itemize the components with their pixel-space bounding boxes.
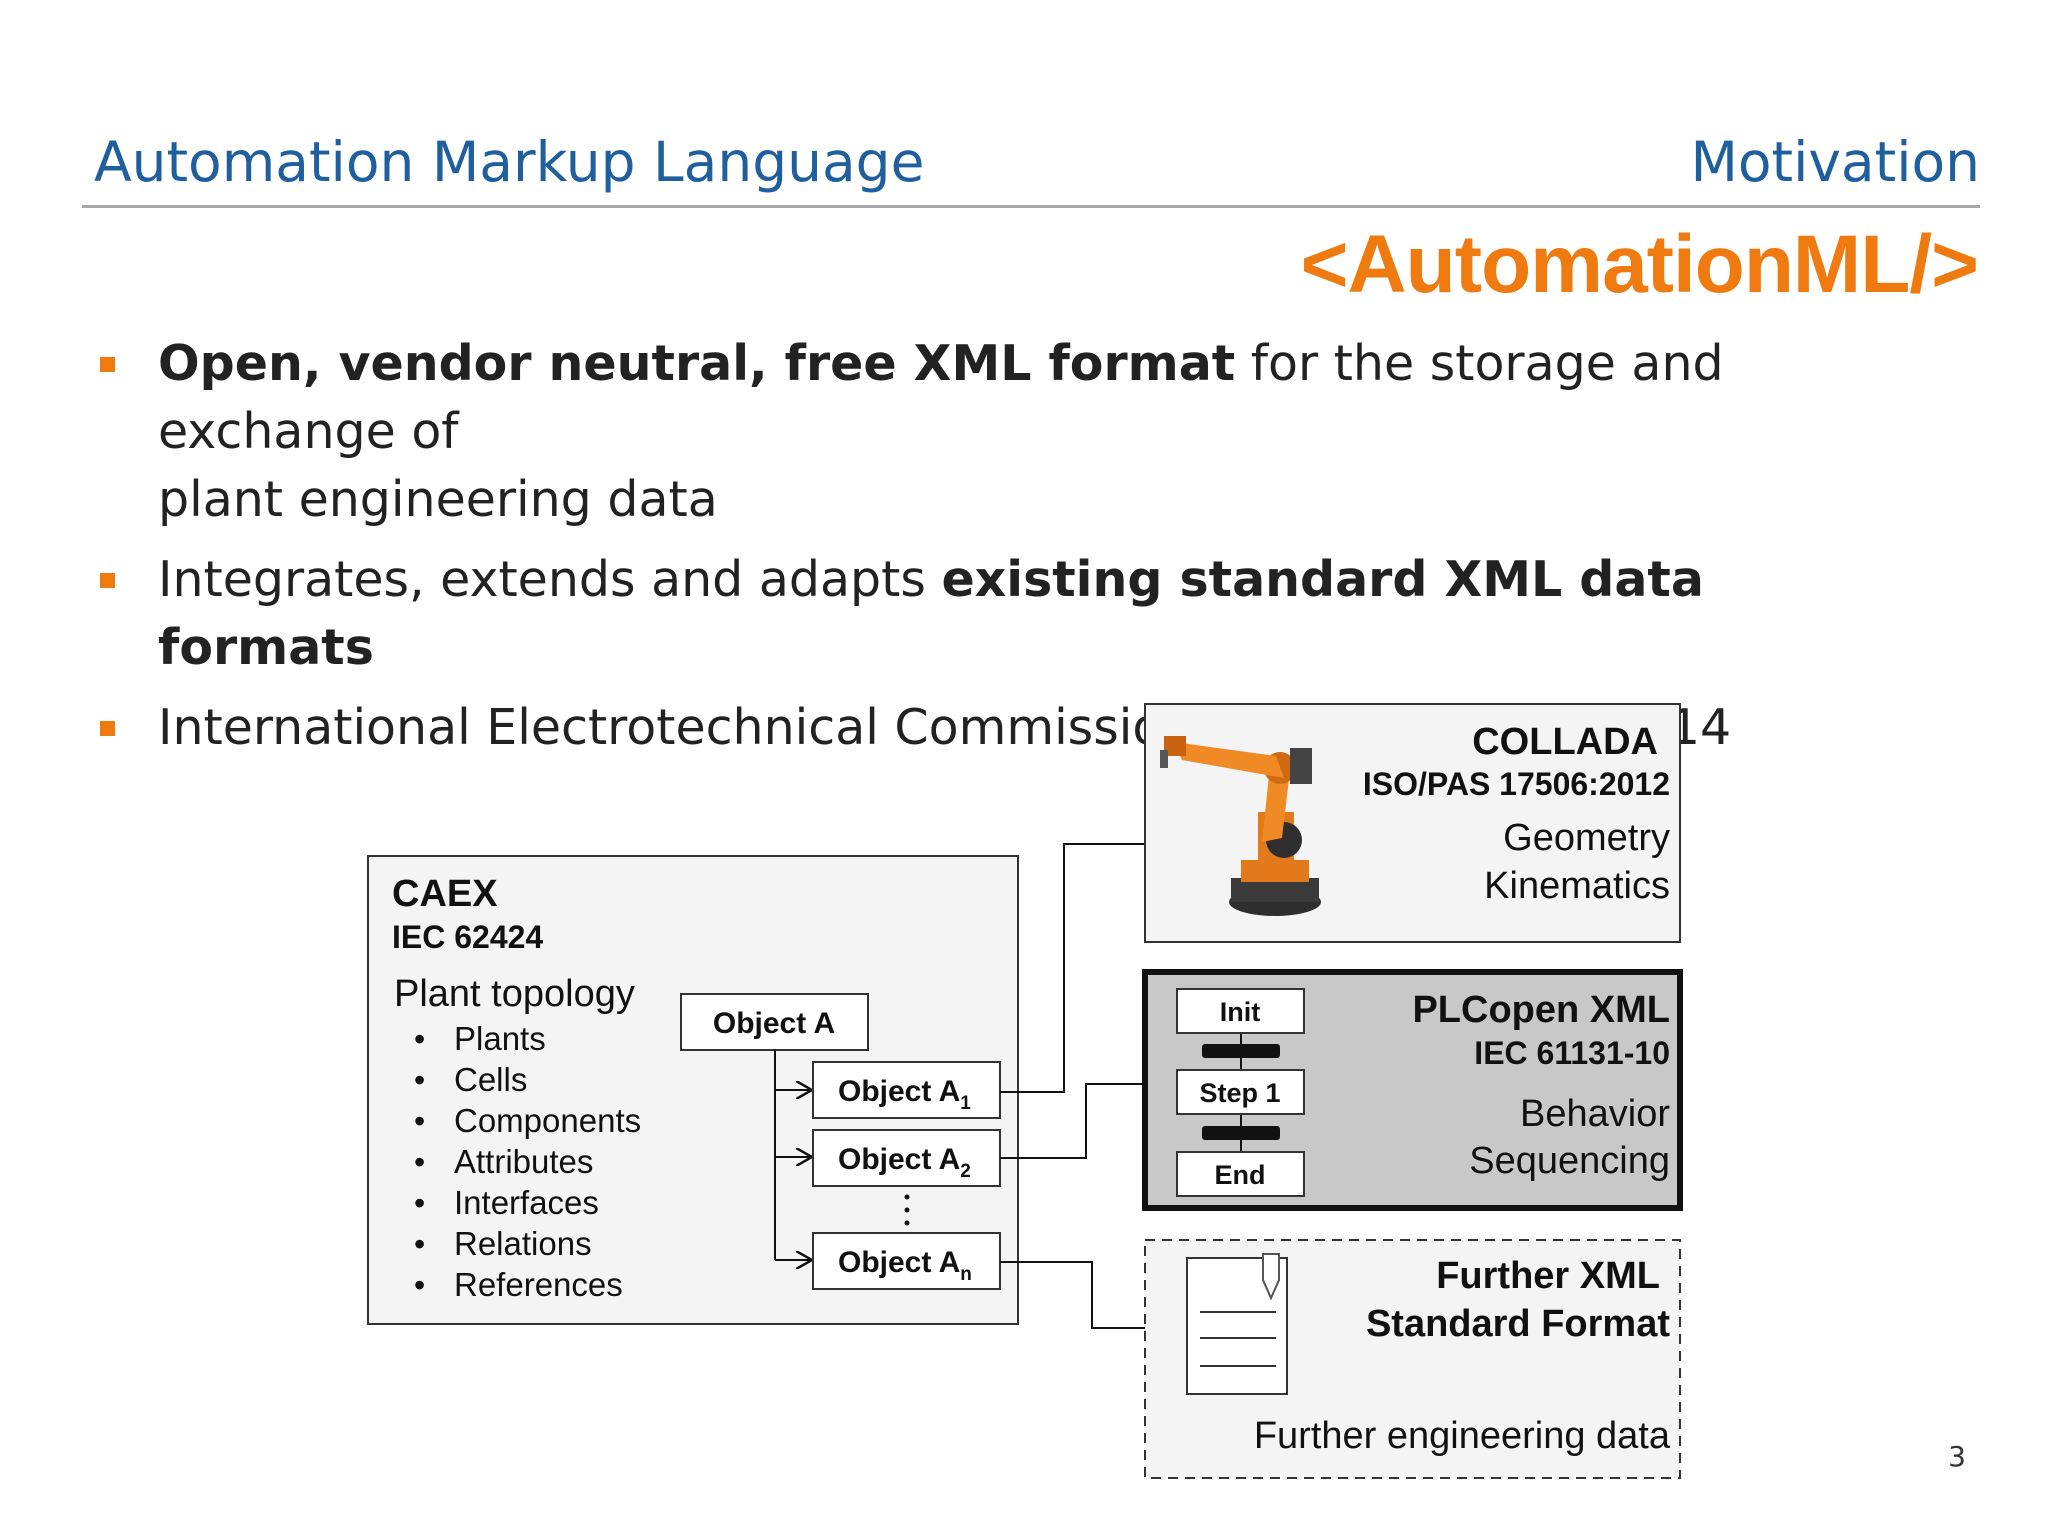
bullet-marker <box>100 721 115 736</box>
object-a1-label: Object A <box>838 1075 960 1108</box>
further-xml-title1: Further XML <box>1436 1255 1660 1297</box>
bullet-1-text: for the storage and exchange of <box>158 335 1724 460</box>
caex-bullet: • <box>414 1185 425 1221</box>
caex-bullet: • <box>414 1267 425 1303</box>
sfc-step-1-label: Step 1 <box>1199 1078 1280 1108</box>
document-icon <box>1186 1253 1288 1395</box>
sfc-transition-1 <box>1202 1044 1280 1058</box>
collada-line1: Geometry <box>1503 817 1670 859</box>
industrial-robot-image <box>1160 736 1321 916</box>
caex-bullet: • <box>414 1103 425 1139</box>
sfc-transition-2 <box>1202 1126 1280 1140</box>
caex-item-cells: Cells <box>454 1061 527 1098</box>
slide-title: Automation Markup Language <box>94 130 925 194</box>
plcopen-title: PLCopen XML <box>1412 989 1670 1031</box>
title-divider <box>82 205 1980 208</box>
bullet-marker <box>100 357 115 372</box>
plcopen-standard: IEC 61131-10 <box>1474 1035 1670 1071</box>
caex-item-references: References <box>454 1266 623 1303</box>
bullet-2-bold: existing standard XML data formats <box>158 551 1704 676</box>
caex-box: CAEX IEC 62424 Plant topology • Plants •… <box>367 855 1019 1325</box>
further-xml-title2: Standard Format <box>1366 1303 1670 1345</box>
caex-item-attributes: Attributes <box>454 1143 593 1180</box>
caex-bullet: • <box>414 1226 425 1262</box>
sfc-step-1: Step 1 <box>1176 1069 1305 1115</box>
connector-to-collada <box>1000 837 1200 1093</box>
caex-standard: IEC 62424 <box>392 919 543 955</box>
object-an-label: Object A <box>838 1246 960 1279</box>
further-xml-caption: Further engineering data <box>1254 1415 1671 1457</box>
page-number: 3 <box>1948 1440 1966 1473</box>
collada-box: COLLADA ISO/PAS 17506:2012 Geometry Kine… <box>1144 703 1681 943</box>
collada-title: COLLADA <box>1472 721 1658 763</box>
sfc-step-end: End <box>1176 1151 1305 1197</box>
plcopen-line1: Behavior <box>1520 1093 1670 1135</box>
object-a-label: Object A <box>713 1007 835 1040</box>
object-a-box: Object A <box>680 993 869 1051</box>
object-a2-box: Object A2 <box>812 1129 1001 1187</box>
collada-line2: Kinematics <box>1484 865 1670 907</box>
svg-text:Object A1: Object A1 <box>838 1075 971 1114</box>
connector-to-further-xml <box>1000 1261 1188 1335</box>
automationml-logo: <AutomationML/> <box>1300 219 1979 310</box>
object-a2-subscript: 2 <box>960 1161 971 1182</box>
bullet-1-bold: Open, vendor neutral, free XML format <box>158 335 1236 392</box>
caex-bullet: • <box>414 1062 425 1098</box>
svg-text:Object An: Object An <box>838 1246 972 1285</box>
caex-subtitle: Plant topology <box>394 973 635 1015</box>
caex-item-plants: Plants <box>454 1020 546 1057</box>
object-a1-box: Object A1 <box>812 1061 1001 1119</box>
caex-item-components: Components <box>454 1102 641 1139</box>
plcopen-box: Init Step 1 End PLCopen XML IEC 61131-10… <box>1142 969 1683 1211</box>
object-a1-subscript: 1 <box>960 1093 971 1114</box>
sfc-step-init-label: Init <box>1220 997 1261 1027</box>
bullet-item-2: Integrates, extends and adapts existing … <box>94 546 1894 682</box>
caex-bullet: • <box>414 1021 425 1057</box>
collada-standard: ISO/PAS 17506:2012 <box>1363 766 1670 802</box>
caex-item-interfaces: Interfaces <box>454 1184 599 1221</box>
svg-text:Object A2: Object A2 <box>838 1143 971 1182</box>
bullet-2-text: Integrates, extends and adapts <box>158 551 942 608</box>
bullet-1-line2: plant engineering data <box>158 471 718 528</box>
object-an-subscript: n <box>960 1264 972 1285</box>
caex-item-list: • Plants • Cells • Components • Attribut… <box>414 1020 641 1303</box>
caex-item-relations: Relations <box>454 1225 592 1262</box>
section-title: Motivation <box>1690 130 1980 194</box>
connector-to-plcopen <box>1000 1077 1172 1159</box>
object-an-box: Object An <box>812 1232 1001 1290</box>
caex-bullet: • <box>414 1144 425 1180</box>
object-a2-label: Object A <box>838 1143 960 1176</box>
ellipsis-dots <box>904 1194 910 1226</box>
plcopen-line2: Sequencing <box>1469 1140 1670 1182</box>
sfc-step-end-label: End <box>1215 1160 1266 1190</box>
bullet-item-1: Open, vendor neutral, free XML format fo… <box>94 330 1894 534</box>
further-xml-box: Further XML Standard Format Further engi… <box>1144 1239 1681 1479</box>
caex-title: CAEX <box>392 873 498 915</box>
sfc-step-init: Init <box>1176 988 1305 1034</box>
bullet-marker <box>100 573 115 588</box>
